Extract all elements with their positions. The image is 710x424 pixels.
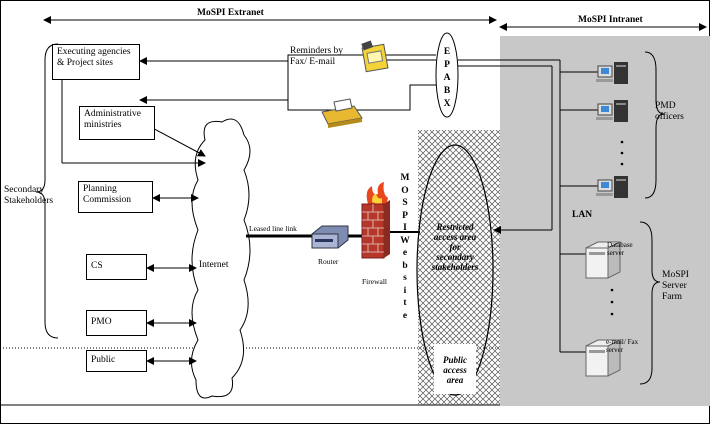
firewall-icon (361, 182, 390, 259)
fax-line-a (287, 54, 436, 100)
epabx-label: E P A B X (443, 47, 451, 109)
pmd-officers-label: PMD officers (655, 101, 684, 122)
secondary-bracket (35, 43, 59, 339)
leased-line-label: Leased line link (249, 224, 297, 233)
extranet-label: MoSPI Extranet (197, 8, 264, 18)
public-area-label: Public access area (443, 355, 467, 385)
lan-label: LAN (572, 210, 593, 220)
epabx-shape (435, 32, 459, 118)
email-icon (361, 40, 389, 73)
ellipsis-dots (610, 140, 624, 316)
public-box: Public (86, 350, 147, 372)
pmo-box: PMO (86, 310, 147, 336)
administrative-ministries-box: Administrative ministries (79, 106, 155, 140)
reminders-label: Reminders by Fax/ E-mail (290, 46, 344, 67)
email-fax-server-label: e-mail/ Fax server (606, 338, 639, 354)
executing-agencies-box: Executing agencies & Project sites (52, 44, 140, 80)
website-ellipse (416, 144, 494, 396)
mospi-web-site-label: M O S P I W e b s i t e (400, 173, 410, 321)
email-fax-server-icon (585, 339, 621, 377)
restricted-area-label: Restricted access area for secondary sta… (431, 222, 479, 272)
planning-commission-box: Planning Commission (78, 181, 153, 213)
server-farm-label: MoSPI Server Farm (662, 270, 689, 302)
router-label: Router (318, 257, 339, 266)
pmd-bracket (644, 51, 665, 199)
fax-icon (321, 98, 363, 128)
intranet-label: MoSPI Intranet (578, 15, 643, 25)
router-icon (311, 225, 349, 249)
secondary-stakeholders-label: Secondary Stakeholders (4, 185, 54, 206)
pc-icon (596, 62, 628, 84)
database-server-icon (585, 241, 621, 279)
database-server-label: Database server (607, 241, 633, 257)
pc-icon (596, 100, 628, 122)
firewall-label: Firewall (362, 277, 387, 286)
pc-icon (596, 176, 628, 198)
cs-box: CS (86, 254, 147, 280)
ministries-to-cloud (144, 123, 206, 157)
internet-cloud (191, 118, 251, 399)
internet-label: Internet (199, 260, 229, 270)
farm-bracket (639, 221, 661, 385)
epabx-to-fax (360, 84, 436, 111)
